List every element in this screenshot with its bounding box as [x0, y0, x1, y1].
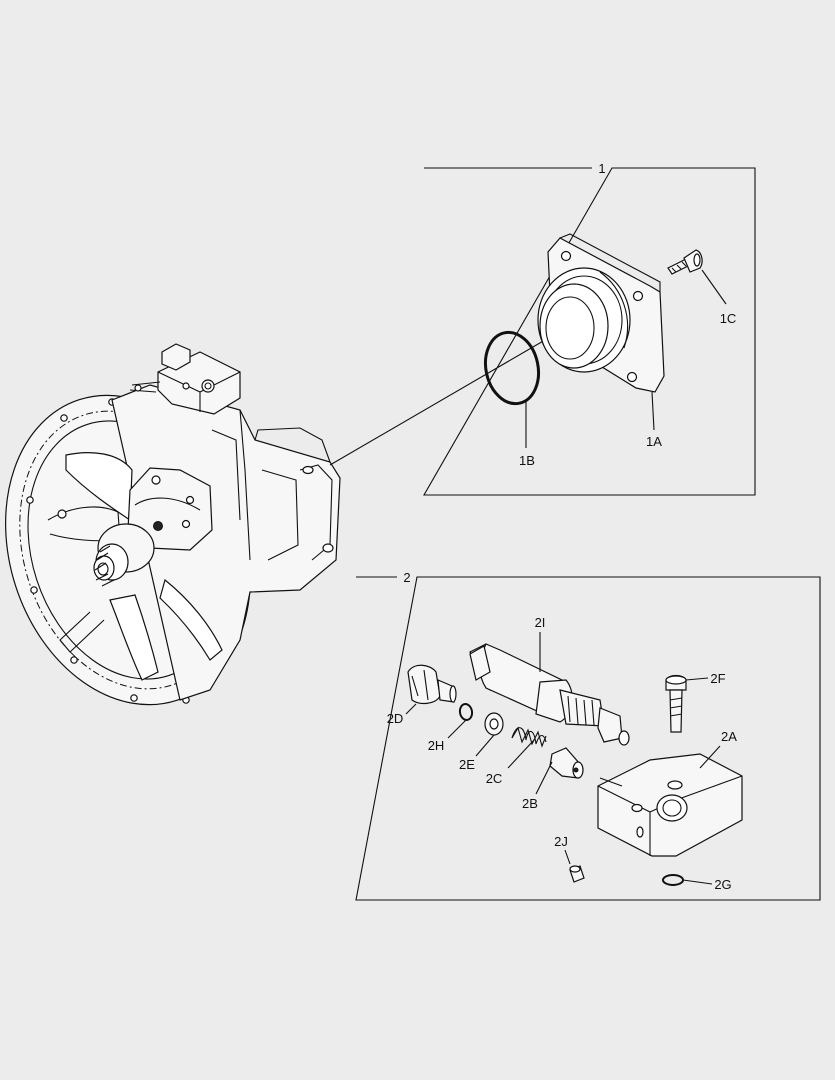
bolt-1c	[667, 249, 703, 275]
group-2-label: 2	[403, 570, 410, 585]
flange-cover-1a	[537, 233, 665, 393]
hydraulic-pump-assembly	[5, 343, 341, 706]
spring-2c	[511, 726, 547, 748]
group-2-frame: 2	[355, 570, 821, 901]
callout-2e: 2E	[459, 757, 475, 772]
input-shaft	[93, 523, 155, 587]
callout-2c: 2C	[486, 771, 503, 786]
spool-2b	[549, 747, 584, 779]
o-ring-1b	[483, 330, 541, 406]
port-leader-line	[329, 339, 546, 466]
callout-1b: 1B	[519, 453, 535, 468]
callout-1c: 1C	[720, 311, 737, 326]
regulator-valve-block	[129, 343, 241, 415]
callout-2i: 2I	[535, 615, 546, 630]
plug-2d	[407, 664, 457, 705]
group-1-label: 1	[598, 161, 605, 176]
valve-body-2a	[597, 753, 743, 857]
callout-2a: 2A	[721, 729, 737, 744]
callout-2b: 2B	[522, 796, 538, 811]
solenoid-valve-2i	[469, 643, 630, 746]
callout-2d: 2D	[387, 711, 404, 726]
callout-2f: 2F	[710, 671, 725, 686]
washer-2e	[484, 712, 504, 736]
o-ring-2h	[458, 703, 474, 721]
group-1-frame: 1 1C 1A 1B	[423, 161, 756, 496]
pin-2j	[569, 865, 585, 883]
gear-pump	[127, 467, 213, 551]
o-ring-2g	[662, 874, 684, 886]
callout-2g: 2G	[714, 877, 731, 892]
bolt-2f	[665, 674, 687, 733]
callout-2h: 2H	[428, 738, 445, 753]
callout-1a: 1A	[646, 434, 662, 449]
pump-housing	[111, 384, 341, 701]
callout-2j: 2J	[554, 834, 568, 849]
flange-spokes	[47, 452, 223, 681]
